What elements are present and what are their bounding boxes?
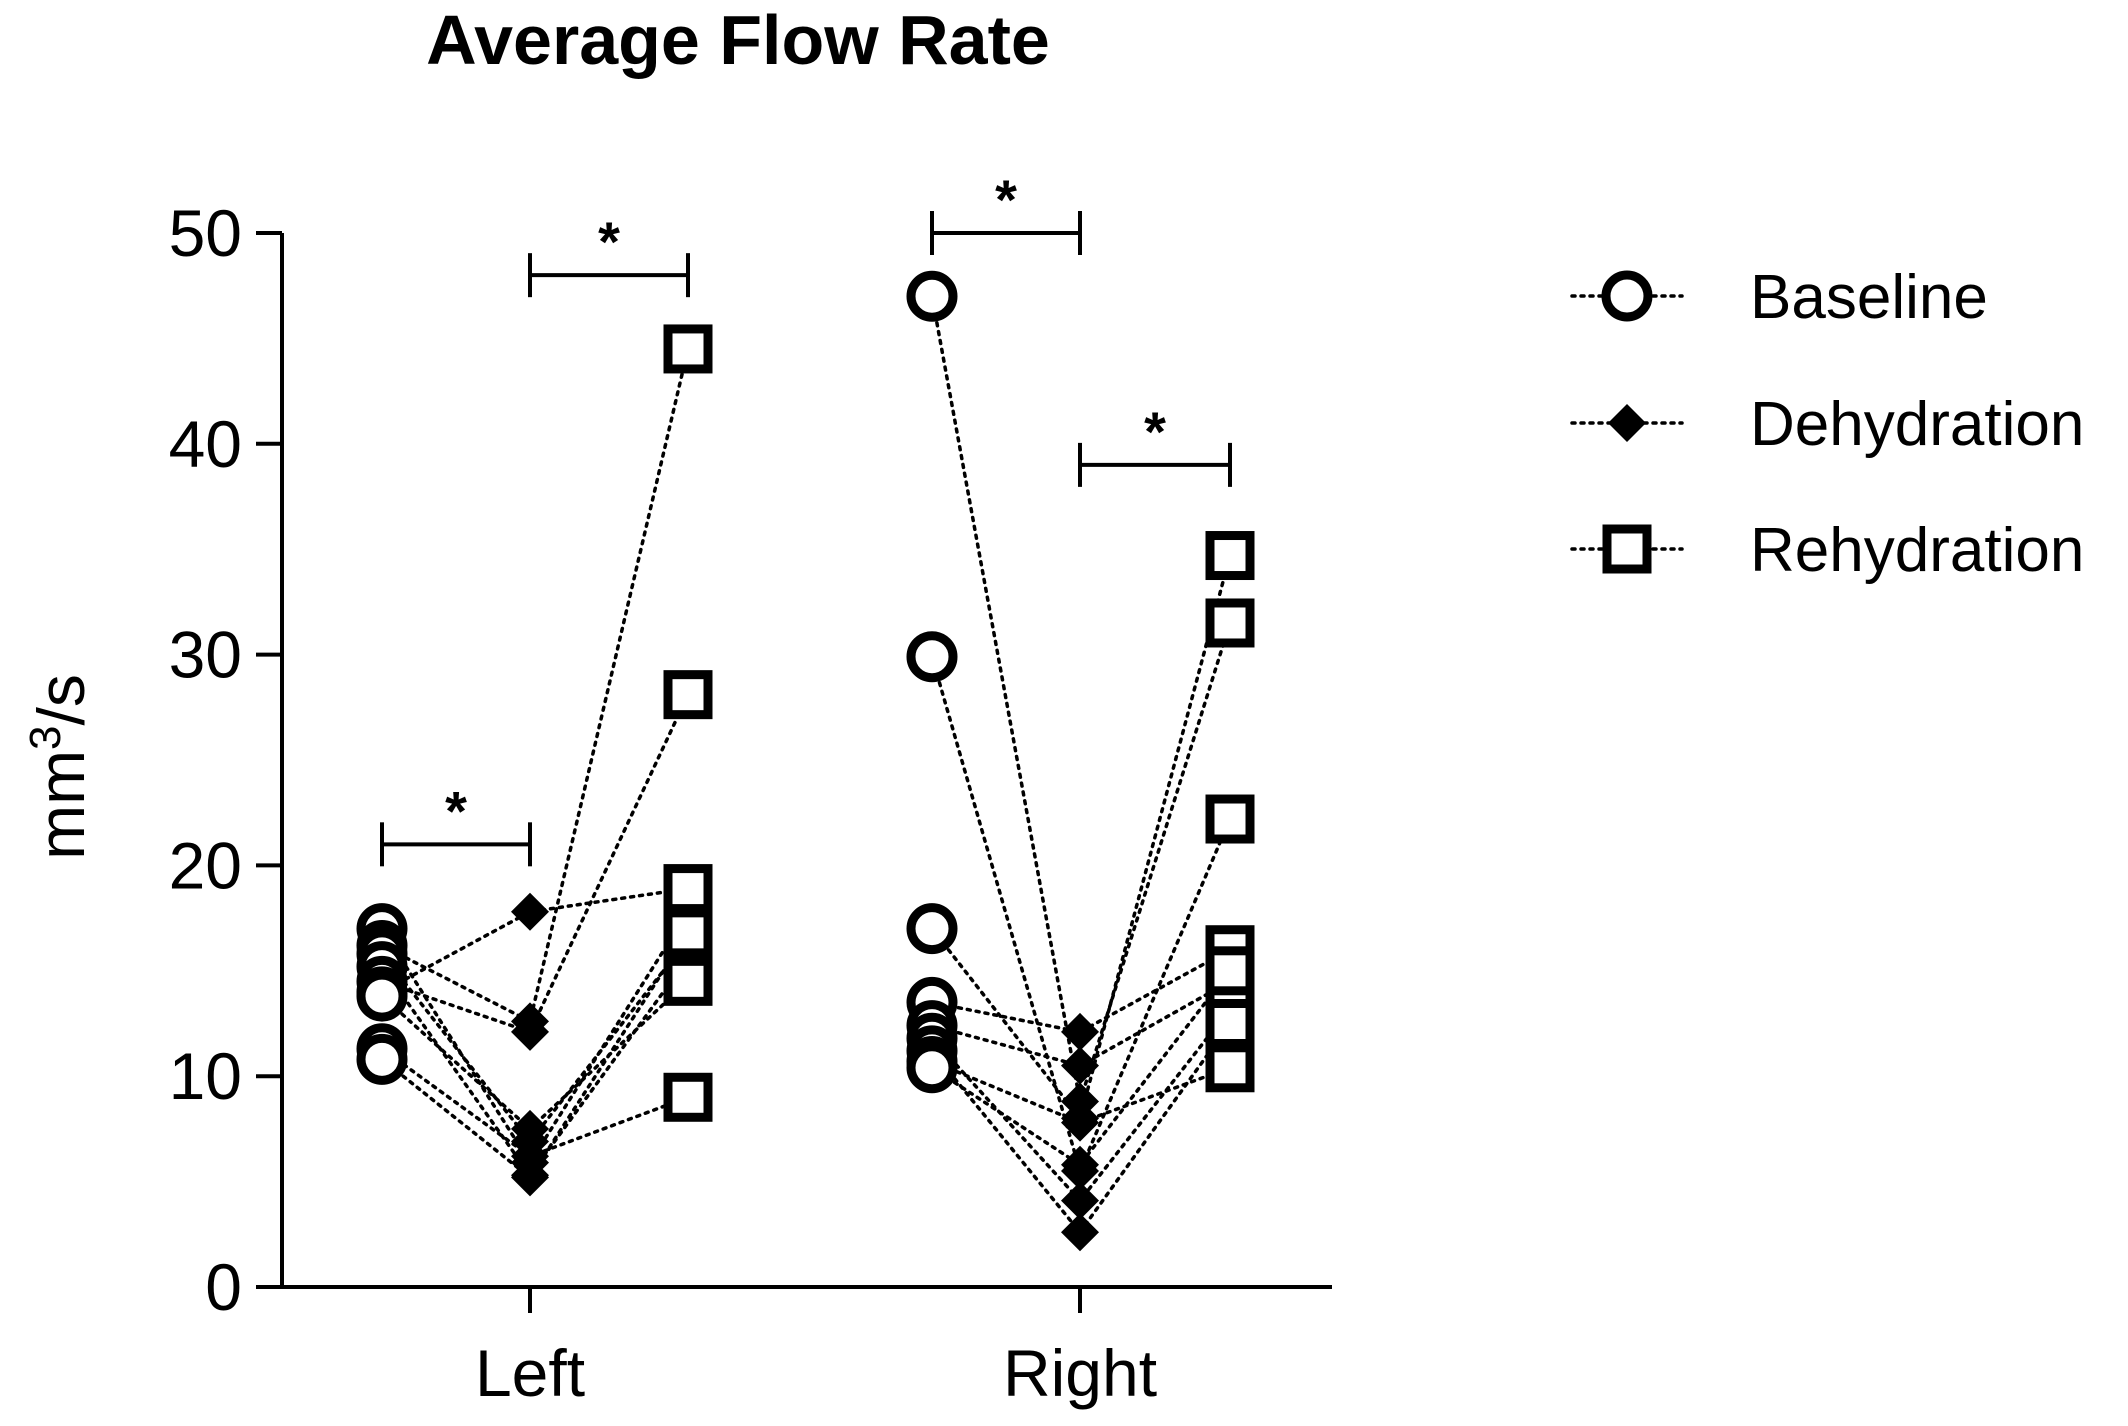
legend-label: Rehydration [1750,516,2084,585]
y-tick-label: 50 [169,196,242,270]
marker-rehydration [1205,1043,1255,1093]
chart-title: Average Flow Rate [426,1,1050,79]
y-axis-label: mm3/s [21,674,98,860]
y-tick-label: 0 [205,1250,242,1324]
marker-rehydration [663,908,713,958]
y-axis-label-base: mm [24,750,98,860]
legend-marker-diamond [1608,404,1646,442]
subject-line [930,553,1232,1123]
y-axis-label-tail: /s [24,674,98,725]
legend-marker-circle [1601,270,1653,322]
y-tick-label: 30 [169,618,242,692]
marker-baseline [906,631,958,683]
subject-line [930,947,1232,1034]
marker-dehydration [1061,1181,1099,1220]
significance-star: * [598,210,620,273]
x-tick-label: Left [475,1336,585,1410]
marker-dehydration [511,1109,549,1148]
y-tick-label: 40 [169,407,242,481]
marker-baseline [906,1042,958,1094]
marker-dehydration [1061,1103,1099,1142]
y-axis-label-sup: 3 [21,725,70,749]
marker-rehydration [663,956,713,1006]
marker-baseline [356,1033,408,1085]
subject-line [930,294,1232,1103]
marker-dehydration [1061,1012,1099,1051]
marker-rehydration [663,324,713,374]
marker-baseline [906,270,958,322]
marker-dehydration [511,1137,549,1176]
marker-dehydration [511,892,549,931]
marker-dehydration [1061,1145,1099,1184]
subject-line [380,937,690,1145]
legend-item-dehydration: Dehydration [1570,390,2084,459]
marker-rehydration [1205,946,1255,996]
marker-baseline [906,903,958,955]
significance-star: * [995,168,1017,231]
marker-baseline [356,970,408,1022]
legend-marker-square [1602,524,1652,574]
y-axis-label-group: mm3/s [21,674,98,860]
marker-rehydration [1205,598,1255,648]
subject-line [930,1059,1232,1125]
legend-item-baseline: Baseline [1570,263,1988,332]
data-markers [356,270,1255,1252]
subject-lines [380,294,1232,1236]
significance-brackets: * * * * [380,168,1232,867]
legend-label: Dehydration [1750,390,2084,459]
x-tick-label: Right [1003,1336,1157,1410]
marker-rehydration [1205,999,1255,1048]
legend-item-rehydration: Rehydration [1570,516,2084,585]
subject-line [380,692,690,1035]
marker-rehydration [663,670,713,720]
marker-dehydration [511,1012,549,1051]
subject-line [380,910,690,1166]
marker-rehydration [1205,531,1255,581]
subject-line [930,969,1232,1168]
marker-rehydration [1205,794,1255,844]
marker-dehydration [1061,1213,1099,1252]
significance-star: * [445,779,467,842]
legend-label: Baseline [1750,263,1988,332]
marker-dehydration [511,1158,549,1197]
marker-rehydration [663,864,713,914]
significance-star: * [1144,400,1166,463]
subject-line [380,886,690,994]
y-tick-label: 10 [169,1039,242,1113]
y-tick-label: 20 [169,828,242,902]
marker-dehydration [1061,1046,1099,1085]
marker-rehydration [663,1072,713,1122]
